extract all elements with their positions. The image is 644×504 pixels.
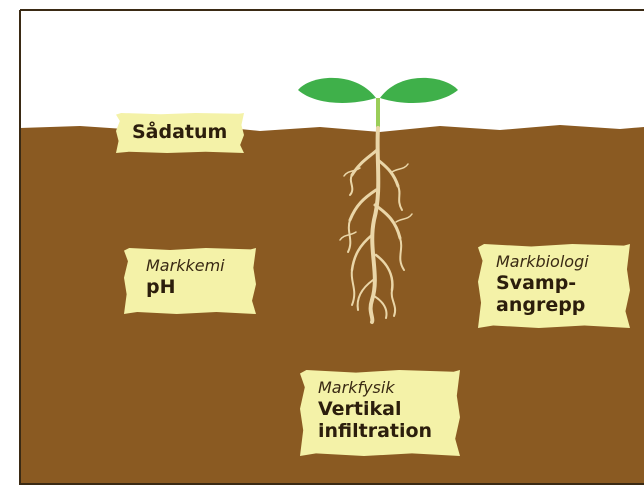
- markfysik-main-line2: infiltration: [318, 420, 460, 442]
- label-sadatum: Sådatum: [116, 113, 244, 153]
- markbiologi-main-line1: Svamp-: [496, 272, 630, 294]
- label-markfysik: Markfysik Vertikal infiltration: [300, 370, 460, 456]
- sadatum-text: Sådatum: [132, 121, 244, 143]
- label-markkemi: Markkemi pH: [124, 248, 256, 314]
- markfysik-category: Markfysik: [318, 378, 460, 398]
- markbiologi-main-line2: angrepp: [496, 294, 630, 316]
- markbiologi-category: Markbiologi: [496, 252, 630, 272]
- markkemi-category: Markkemi: [146, 256, 256, 276]
- sky-area: [20, 10, 644, 128]
- markfysik-main-line1: Vertikal: [318, 398, 460, 420]
- markkemi-main: pH: [146, 276, 256, 298]
- label-markbiologi: Markbiologi Svamp- angrepp: [478, 244, 630, 328]
